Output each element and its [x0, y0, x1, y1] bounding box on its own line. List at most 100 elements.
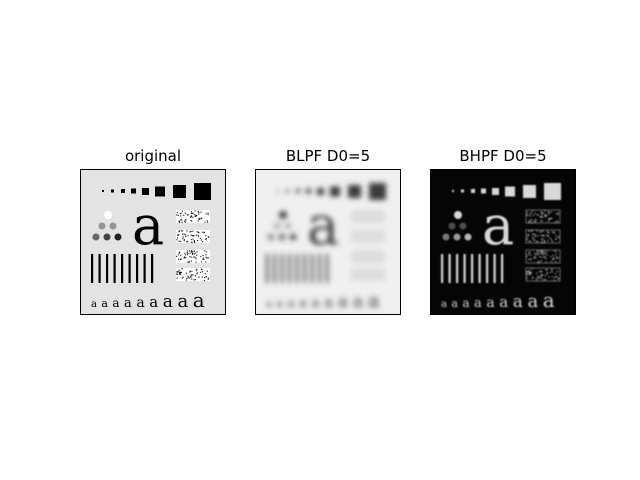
square-0	[102, 190, 104, 192]
bar-4	[296, 254, 299, 283]
bar-7	[143, 254, 146, 283]
bar-1	[273, 254, 276, 283]
noise-rect-1	[176, 230, 210, 244]
small-letter-6: a	[513, 292, 523, 312]
big-letter: a	[307, 194, 339, 257]
circle-0	[454, 211, 462, 219]
noise-rect-0	[351, 210, 385, 223]
bar-0	[441, 254, 444, 283]
square-3	[306, 188, 311, 194]
circle-0	[279, 211, 287, 219]
bar-2	[456, 254, 459, 283]
bar-5	[303, 254, 306, 283]
circle-5	[114, 233, 122, 241]
noise-rect-2	[176, 250, 210, 263]
bar-1	[448, 254, 451, 283]
circle-2	[459, 222, 467, 230]
small-letter-5: a	[149, 293, 158, 311]
bar-4	[121, 254, 124, 283]
circle-1	[273, 222, 281, 230]
bar-3	[463, 254, 466, 283]
small-letter-5: a	[499, 293, 508, 311]
panel-frame	[255, 169, 401, 315]
small-letter-4: a	[136, 295, 144, 311]
square-2	[471, 189, 475, 193]
square-4	[492, 188, 499, 195]
bar-7	[493, 254, 496, 283]
small-letter-7: a	[527, 291, 538, 312]
bar-4	[471, 254, 474, 283]
square-2	[296, 189, 300, 193]
panel-title-original: original	[124, 147, 182, 165]
square-6	[523, 185, 536, 198]
bar-6	[486, 254, 489, 283]
square-1	[111, 189, 114, 193]
bar-2	[281, 254, 284, 283]
panel-frame	[80, 169, 226, 315]
small-letter-1: a	[276, 297, 283, 310]
big-letter: a	[482, 194, 514, 257]
square-5	[155, 186, 165, 197]
square-2	[121, 189, 125, 193]
square-6	[173, 185, 186, 198]
bar-1	[98, 254, 101, 283]
noise-rect-2	[525, 249, 561, 264]
circle-5	[464, 233, 472, 241]
circle-3	[92, 233, 100, 241]
bar-6	[311, 254, 314, 283]
square-6	[348, 185, 361, 198]
square-1	[286, 189, 289, 193]
square-1	[461, 189, 464, 193]
small-letter-2: a	[112, 296, 119, 310]
circle-1	[448, 222, 456, 230]
small-letter-6: a	[163, 292, 173, 312]
circle-4	[278, 233, 286, 241]
bar-5	[478, 254, 481, 283]
circle-0	[104, 211, 112, 219]
bar-8	[326, 254, 329, 283]
small-letter-8: a	[368, 288, 380, 312]
small-letter-6: a	[338, 292, 348, 312]
noise-rect-1	[351, 230, 385, 243]
big-letter: a	[132, 194, 164, 257]
small-letter-8: a	[193, 288, 205, 312]
square-5	[330, 186, 340, 197]
bar-7	[318, 254, 321, 283]
square-4	[317, 188, 324, 195]
small-letter-5: a	[324, 293, 333, 311]
circle-1	[98, 222, 106, 230]
small-letter-7: a	[352, 291, 363, 312]
small-letter-3: a	[474, 296, 482, 311]
circle-2	[284, 222, 292, 230]
bar-8	[501, 254, 504, 283]
small-letter-8: a	[543, 288, 555, 312]
circle-4	[103, 233, 111, 241]
square-3	[481, 188, 486, 194]
square-3	[131, 188, 136, 194]
circle-4	[453, 233, 461, 241]
small-letter-0: a	[266, 299, 272, 310]
small-letter-4: a	[486, 295, 494, 311]
circle-3	[267, 233, 275, 241]
square-5	[505, 186, 515, 197]
small-letter-3: a	[124, 296, 132, 311]
small-letter-1: a	[451, 297, 458, 310]
small-letter-4: a	[311, 295, 319, 311]
bar-2	[106, 254, 109, 283]
small-letter-2: a	[287, 296, 294, 310]
bar-3	[113, 254, 116, 283]
noise-rect-0	[176, 210, 210, 224]
square-7	[369, 183, 386, 200]
square-7	[194, 183, 211, 200]
small-letter-2: a	[462, 296, 469, 310]
bar-8	[151, 254, 154, 283]
small-letter-7: a	[177, 291, 188, 312]
circle-2	[109, 222, 117, 230]
noise-rect-0	[525, 209, 561, 224]
square-0	[452, 190, 454, 192]
noise-rect-3	[525, 267, 561, 282]
